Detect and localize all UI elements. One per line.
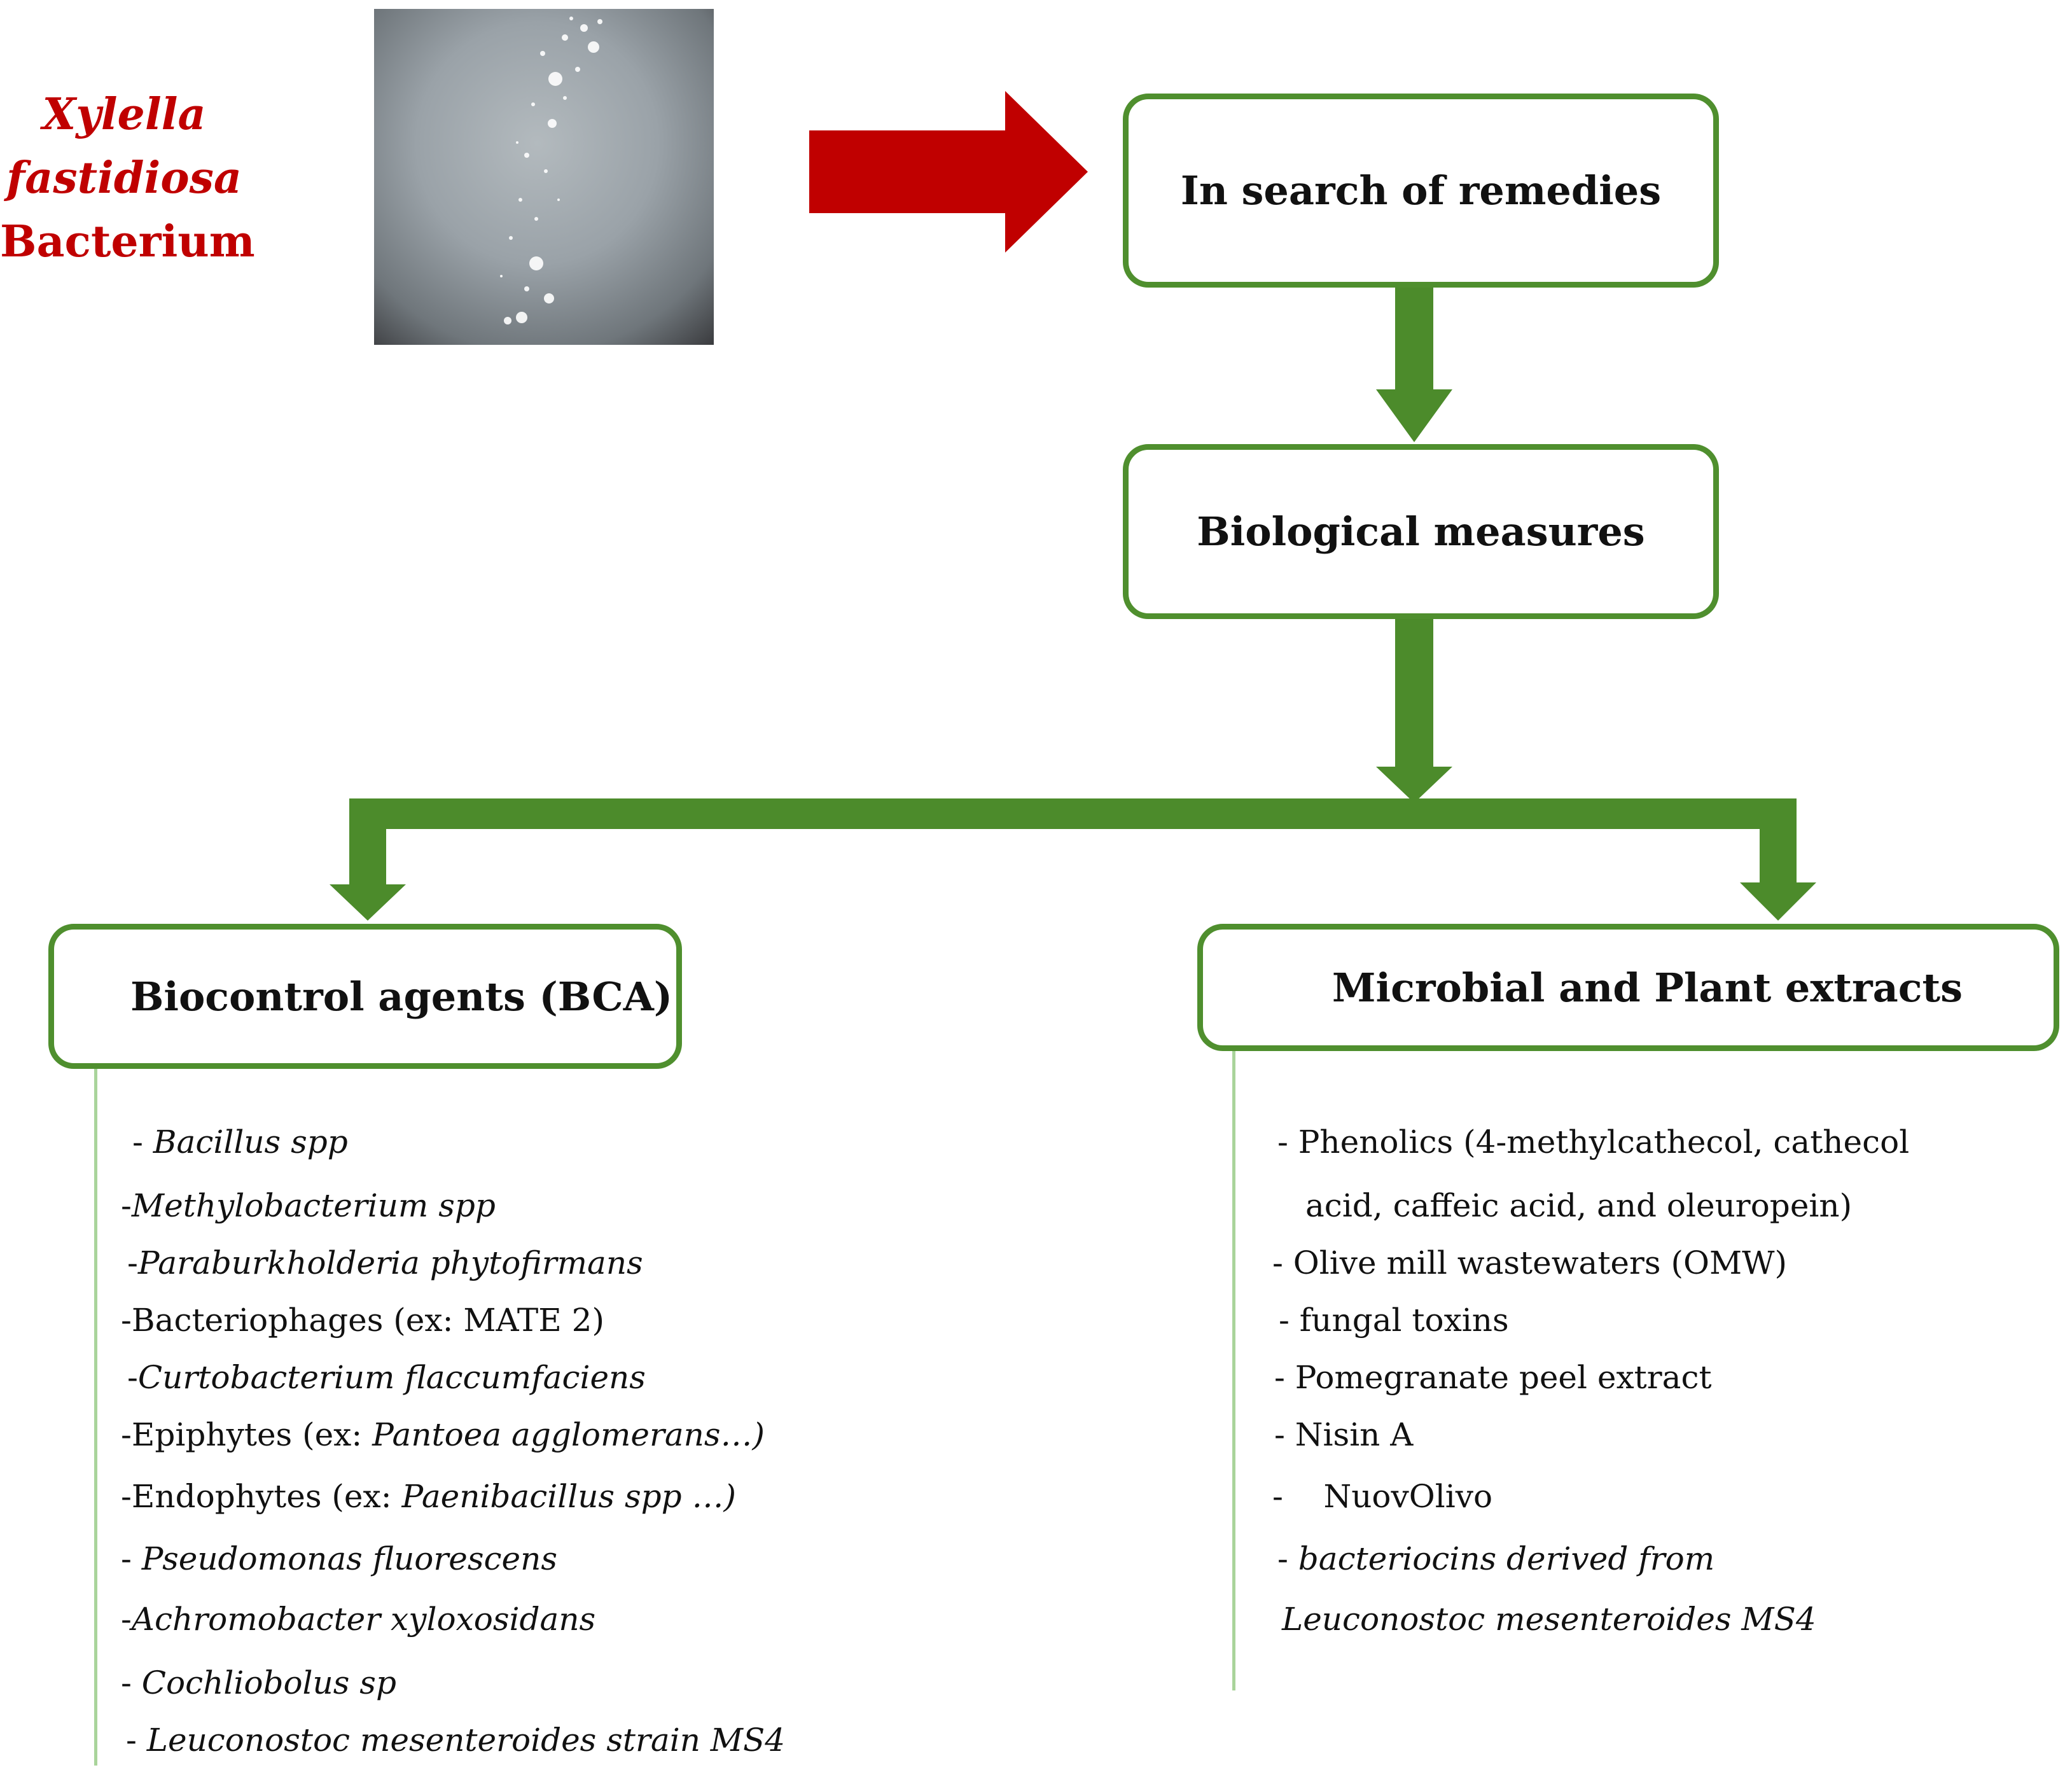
organism-genus: Xylella (42, 89, 206, 140)
node-biological-label: Biological measures (1197, 508, 1645, 555)
extract-list-item: acid, caffeic acid, and oleuropein) (1305, 1187, 1852, 1225)
connector-search-to-bio-head (1376, 389, 1452, 442)
extract-list-item-text: - Pomegranate peel extract (1274, 1359, 1712, 1396)
bca-list-item-italic: Pseudomonas fluorescens (141, 1540, 557, 1577)
connector-left-shaft (349, 798, 386, 884)
extract-list-item-text: - fungal toxins (1279, 1302, 1509, 1339)
node-extracts-label: Microbial and Plant extracts (1332, 964, 1963, 1011)
node-in-search-of-remedies: In search of remedies (1123, 94, 1719, 288)
connector-right-shaft (1760, 798, 1797, 882)
organism-species: fastidiosa (6, 153, 242, 204)
bca-list-item: -Achromobacter xyloxosidans (121, 1600, 595, 1638)
extract-list-item-text: - Olive mill wastewaters (OMW) (1272, 1244, 1788, 1281)
bca-list-item-text: - (126, 1722, 147, 1759)
extract-list-item: Leuconostoc mesenteroides MS4 (1282, 1600, 1816, 1638)
bca-list-item-italic: Achromobacter xyloxosidans (131, 1601, 596, 1638)
connector-bio-to-split-shaft (1395, 619, 1433, 767)
bca-list-item-italic: Curtobacterium flaccumfaciens (137, 1359, 646, 1396)
bca-list-item-text: -Endophytes (ex: (121, 1478, 402, 1515)
bca-list-item-italic: Pantoea agglomerans…) (372, 1416, 765, 1453)
extract-list-item-text: - NuovOlivo (1272, 1478, 1493, 1515)
bca-list-item-italic: Bacillus spp (153, 1124, 348, 1160)
extract-list-item-text: - Phenolics (4-methylcathecol, cathecol (1277, 1124, 1910, 1160)
extract-list-item: - Olive mill wastewaters (OMW) (1272, 1244, 1787, 1282)
bca-list-item-italic: Methylobacterium spp (131, 1187, 496, 1224)
extract-list-item: - Phenolics (4-methylcathecol, cathecol (1277, 1123, 1909, 1161)
bca-list-item: -Curtobacterium flaccumfaciens (127, 1358, 646, 1397)
bca-list-item-text: -Epiphytes (ex: (121, 1416, 373, 1453)
bca-list-item: - Cochliobolus sp (121, 1664, 396, 1702)
extract-list-item-italic: Leuconostoc mesenteroides MS4 (1282, 1601, 1816, 1638)
bca-list-item: - Leuconostoc mesenteroides strain MS4 (126, 1721, 785, 1759)
bca-list-item-text: - (127, 1359, 138, 1396)
extract-list-item-text: - (1277, 1540, 1298, 1577)
main-arrow (809, 91, 1088, 253)
extract-list-item-italic: bacteriocins derived from (1298, 1540, 1715, 1577)
node-bca-label: Biocontrol agents (BCA) (130, 973, 673, 1020)
extract-list-item: - fungal toxins (1279, 1301, 1509, 1339)
node-search-label: In search of remedies (1180, 167, 1662, 214)
extract-list-item: - bacteriocins derived from (1277, 1540, 1714, 1578)
bca-list-item-text: - (121, 1664, 142, 1701)
bca-list-item-text: - (121, 1601, 132, 1638)
node-microbial-plant-extracts: Microbial and Plant extracts (1197, 924, 2059, 1051)
bca-list-item-text: - (127, 1244, 138, 1281)
bca-list-item: -Epiphytes (ex: Pantoea agglomerans…) (121, 1416, 765, 1454)
extract-list-item-text: - Nisin A (1274, 1416, 1414, 1453)
bca-list-line (94, 1069, 97, 1766)
bca-list-item-text: -Bacteriophages (ex: MATE 2) (121, 1302, 604, 1339)
bca-list-item-text: - (121, 1187, 132, 1224)
bacterium-micrograph (374, 9, 714, 345)
connector-horizontal-bar (349, 798, 1797, 829)
bca-list-item: -Bacteriophages (ex: MATE 2) (121, 1301, 604, 1339)
extract-list-item: - Nisin A (1274, 1416, 1413, 1454)
bca-list-item: -Methylobacterium spp (121, 1187, 496, 1225)
extract-list-line (1232, 1051, 1235, 1690)
connector-right-head (1740, 882, 1816, 921)
organism-title: Xylella fastidiosa Bacterium (0, 83, 255, 274)
extract-list-item: - Pomegranate peel extract (1274, 1358, 1712, 1397)
connector-search-to-bio-shaft (1395, 288, 1433, 389)
node-biological-measures: Biological measures (1123, 444, 1719, 619)
bca-list-item-italic: Cochliobolus sp (141, 1664, 396, 1701)
bca-list-item-italic: Paenibacillus spp …) (401, 1478, 737, 1515)
bca-list-item: -Endophytes (ex: Paenibacillus spp …) (121, 1477, 736, 1516)
bca-list-item-text: - (132, 1124, 153, 1160)
bca-list-item-italic: Paraburkholderia phytofirmans (137, 1244, 643, 1281)
bca-list-item: - Bacillus spp (132, 1123, 348, 1161)
connector-bio-to-split-head (1376, 767, 1452, 803)
bca-list-item: - Pseudomonas fluorescens (121, 1540, 557, 1578)
extract-list-item: - NuovOlivo (1272, 1477, 1492, 1516)
bca-list-item-text: - (121, 1540, 142, 1577)
connector-left-head (330, 884, 406, 921)
bca-list-item-italic: Leuconostoc mesenteroides strain MS4 (146, 1722, 786, 1759)
micrograph-dots (500, 17, 602, 324)
organism-label: Bacterium (0, 216, 255, 267)
bca-list-item: -Paraburkholderia phytofirmans (127, 1244, 643, 1282)
node-biocontrol-agents: Biocontrol agents (BCA) (48, 924, 682, 1069)
extract-list-item-text: acid, caffeic acid, and oleuropein) (1305, 1187, 1853, 1224)
